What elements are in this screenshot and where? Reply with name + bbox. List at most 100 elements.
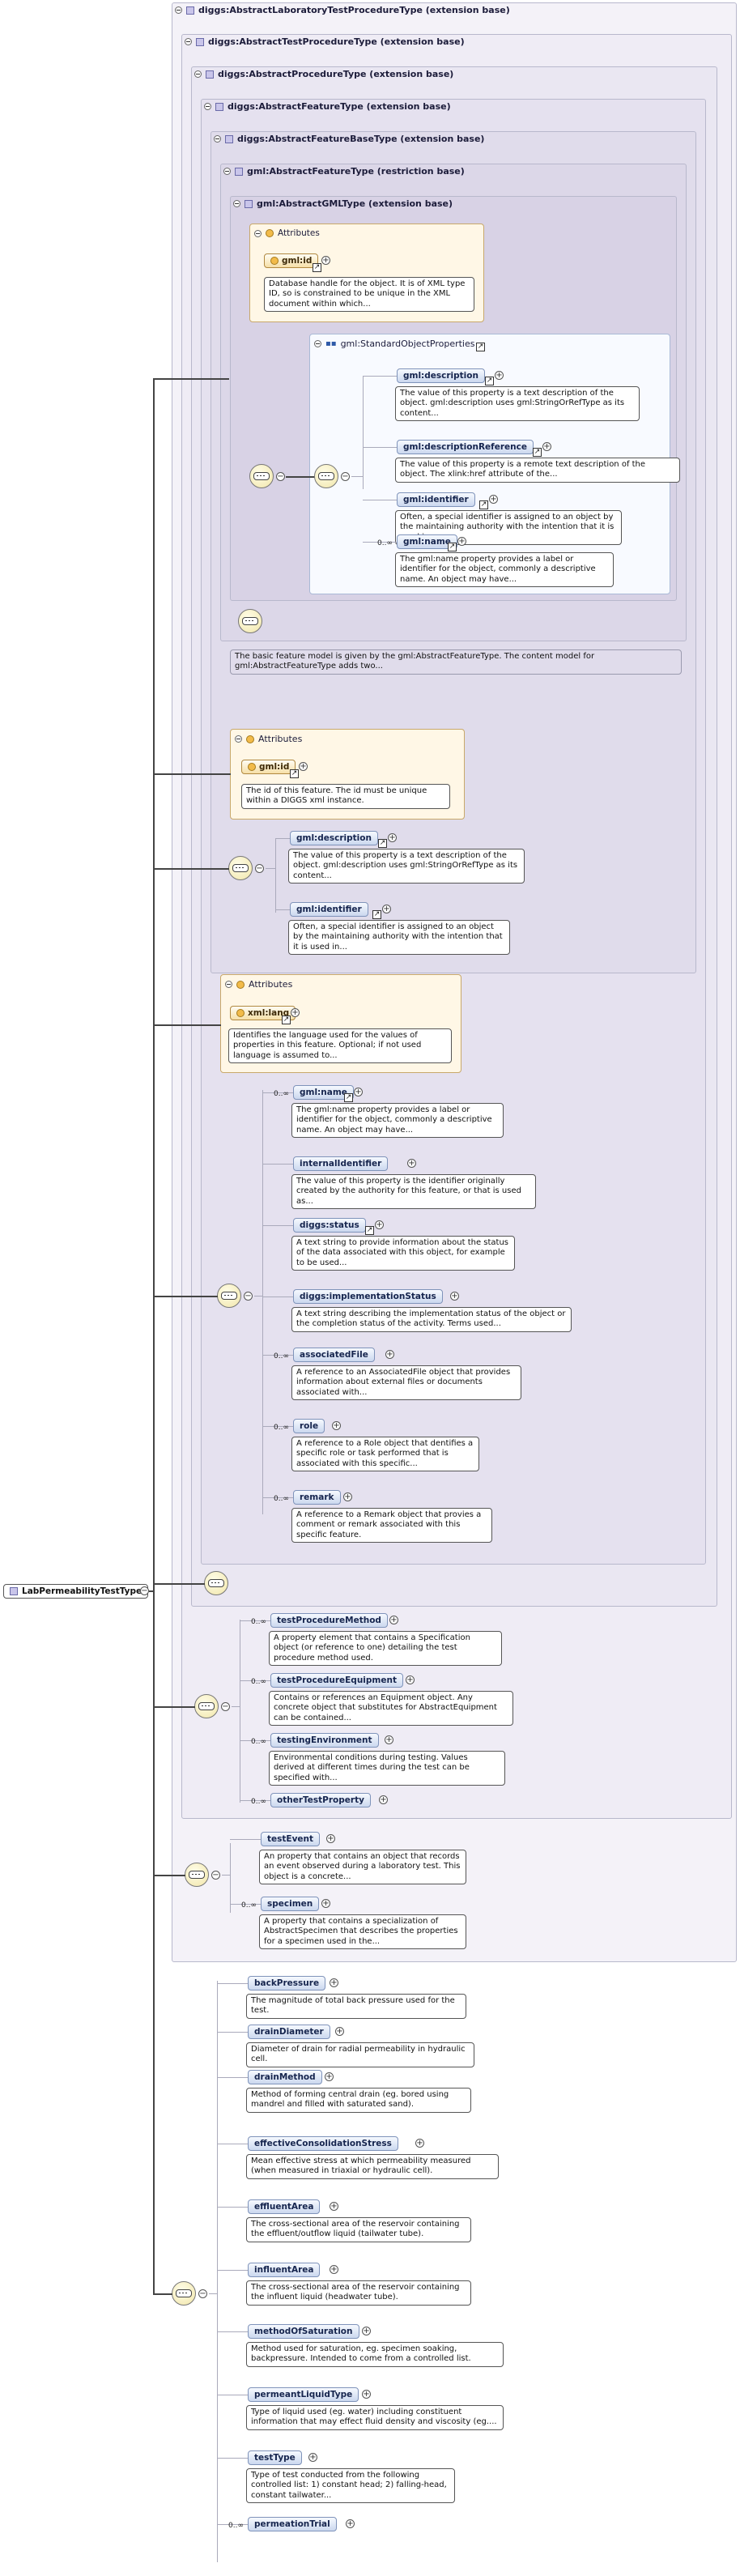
sequence-icon[interactable] (228, 856, 253, 880)
plus-icon[interactable]: + (542, 442, 551, 451)
sequence-icon[interactable] (314, 464, 338, 488)
element-gml-descriptionreference[interactable]: gml:descriptionReference (397, 440, 534, 454)
type-header[interactable]: gml:AbstractFeatureType (restriction bas… (223, 166, 465, 177)
minus-icon[interactable] (204, 103, 211, 110)
plus-icon[interactable]: + (389, 1616, 398, 1624)
type-header[interactable]: diggs:AbstractProcedureType (extension b… (194, 69, 453, 79)
plus-icon[interactable]: + (362, 2327, 371, 2335)
jump-icon[interactable]: ↗ (344, 1093, 353, 1102)
sequence-icon[interactable] (204, 1571, 228, 1595)
sequence-icon[interactable] (185, 1863, 209, 1887)
attributes-header[interactable]: Attributes (235, 734, 302, 744)
sequence-icon[interactable] (249, 464, 274, 488)
jump-icon[interactable]: ↗ (476, 343, 485, 351)
plus-icon[interactable]: + (325, 2072, 334, 2081)
plus-icon[interactable]: + (332, 1421, 341, 1430)
plus-icon[interactable]: + (385, 1350, 394, 1359)
element-specimen[interactable]: specimen (261, 1897, 320, 1911)
minus-icon[interactable] (233, 200, 240, 207)
plus-icon[interactable]: + (385, 1735, 393, 1744)
element-gml-description[interactable]: gml:description (397, 368, 485, 383)
minus-icon[interactable] (194, 70, 202, 78)
type-header[interactable]: diggs:AbstractFeatureType (extension bas… (204, 101, 451, 112)
plus-icon[interactable]: − (276, 472, 285, 481)
jump-icon[interactable]: ↗ (448, 543, 457, 551)
plus-icon[interactable]: + (450, 1292, 459, 1301)
plus-icon[interactable]: + (388, 833, 397, 842)
element-internalidentifier[interactable]: internalIdentifier (293, 1156, 389, 1171)
minus-icon[interactable] (235, 735, 242, 743)
attribute-gml-id[interactable]: gml:id (264, 253, 319, 268)
plus-icon[interactable]: + (457, 537, 466, 546)
element-methodofsaturation[interactable]: methodOfSaturation (248, 2324, 359, 2339)
plus-icon[interactable]: + (346, 2519, 355, 2528)
type-header[interactable]: diggs:AbstractLaboratoryTestProcedureTyp… (175, 5, 510, 15)
element-gml-identifier[interactable]: gml:identifier (290, 902, 368, 917)
type-header[interactable]: diggs:AbstractFeatureBaseType (extension… (214, 134, 484, 144)
attributes-header[interactable]: Attributes (254, 228, 320, 238)
plus-icon[interactable]: + (330, 1978, 338, 1987)
element-permeantliquidtype[interactable]: permeantLiquidType (248, 2387, 359, 2402)
plus-icon[interactable]: + (382, 905, 391, 913)
plus-icon[interactable]: − (221, 1702, 230, 1711)
element-remark[interactable]: remark (293, 1490, 341, 1505)
type-header[interactable]: gml:AbstractGMLType (extension base) (233, 198, 453, 209)
minus-icon[interactable] (223, 168, 231, 175)
plus-icon[interactable]: + (489, 495, 498, 504)
attributes-header[interactable]: Attributes (225, 979, 292, 990)
attribute-xml-lang[interactable]: xml:lang (230, 1006, 296, 1020)
plus-icon[interactable]: + (299, 762, 308, 771)
element-influentarea[interactable]: influentArea (248, 2263, 321, 2277)
plus-icon[interactable]: + (321, 1899, 330, 1908)
element-othertestproperty[interactable]: otherTestProperty (270, 1793, 371, 1807)
element-drainmethod[interactable]: drainMethod (248, 2070, 322, 2084)
sequence-icon[interactable] (172, 2281, 196, 2306)
element-gml-name[interactable]: gml:name (293, 1085, 354, 1100)
plus-icon[interactable]: − (198, 2289, 207, 2298)
plus-icon[interactable]: − (244, 1292, 253, 1301)
type-header[interactable]: diggs:AbstractTestProcedureType (extensi… (185, 36, 465, 47)
element-permeationtrial[interactable]: permeationTrial (248, 2517, 337, 2531)
element-testingenvironment[interactable]: testingEnvironment (270, 1733, 379, 1748)
element-testprocedureequipment[interactable]: testProcedureEquipment (270, 1673, 403, 1688)
jump-icon[interactable]: ↗ (479, 500, 488, 509)
jump-icon[interactable]: ↗ (282, 1015, 291, 1024)
element-diggs-status[interactable]: diggs:status (293, 1218, 366, 1233)
plus-icon[interactable]: + (291, 1008, 300, 1017)
element-draindiameter[interactable]: drainDiameter (248, 2025, 330, 2039)
plus-icon[interactable]: + (407, 1159, 416, 1168)
plus-icon[interactable]: − (140, 1586, 149, 1595)
jump-icon[interactable]: ↗ (365, 1226, 374, 1235)
plus-icon[interactable]: + (415, 2139, 424, 2148)
element-effectiveconsolidationstress[interactable]: effectiveConsolidationStress (248, 2136, 398, 2151)
plus-icon[interactable]: + (354, 1088, 363, 1096)
plus-icon[interactable]: + (375, 1220, 384, 1229)
attribute-gml-id[interactable]: gml:id (241, 760, 296, 774)
jump-icon[interactable]: ↗ (372, 910, 381, 919)
plus-icon[interactable]: + (406, 1675, 415, 1684)
sequence-icon[interactable] (238, 609, 262, 633)
jump-icon[interactable]: ↗ (313, 263, 321, 272)
sequence-icon[interactable] (217, 1284, 241, 1308)
plus-icon[interactable]: + (330, 2265, 338, 2274)
plus-icon[interactable]: + (379, 1795, 388, 1804)
plus-icon[interactable]: + (362, 2390, 371, 2399)
element-backpressure[interactable]: backPressure (248, 1976, 326, 1991)
sequence-icon[interactable] (194, 1694, 219, 1718)
element-gml-name[interactable]: gml:name (397, 534, 457, 549)
plus-icon[interactable]: + (343, 1492, 352, 1501)
element-testtype[interactable]: testType (248, 2450, 302, 2465)
element-testevent[interactable]: testEvent (261, 1832, 321, 1846)
minus-icon[interactable] (314, 340, 321, 347)
root-type-node[interactable]: LabPermeabilityTestType (3, 1584, 149, 1599)
element-role[interactable]: role (293, 1419, 325, 1433)
element-effluentarea[interactable]: effluentArea (248, 2199, 321, 2214)
element-gml-description[interactable]: gml:description (290, 831, 378, 845)
element-diggs-implementationstatus[interactable]: diggs:implementationStatus (293, 1289, 443, 1304)
jump-icon[interactable]: ↗ (485, 377, 494, 385)
element-associatedfile[interactable]: associatedFile (293, 1348, 375, 1362)
minus-icon[interactable] (225, 981, 232, 988)
minus-icon[interactable] (214, 135, 221, 143)
plus-icon[interactable]: + (330, 2202, 338, 2211)
plus-icon[interactable]: − (341, 472, 350, 481)
